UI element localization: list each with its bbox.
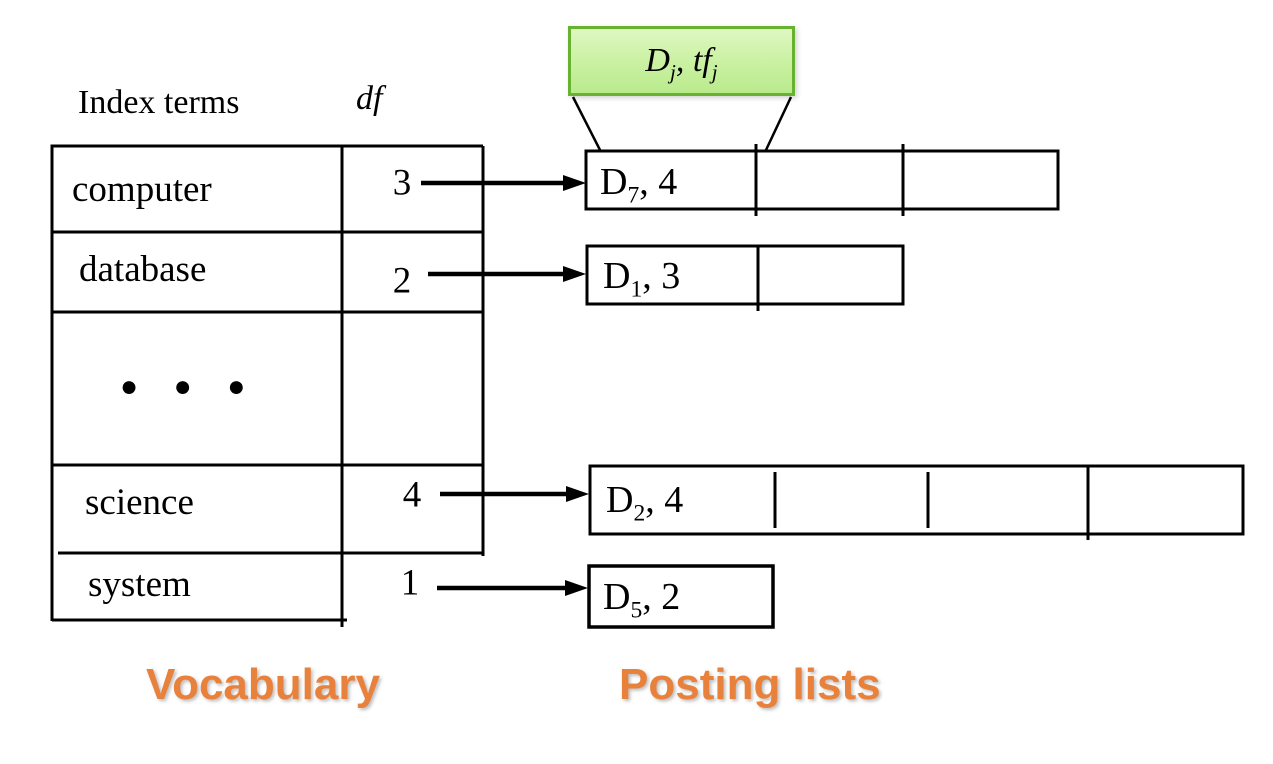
posting-lists-section-label: Posting lists bbox=[619, 660, 881, 709]
term-ellipsis: ● ● ● bbox=[120, 370, 260, 403]
arrow-computer-head bbox=[563, 175, 586, 191]
callout-leg-right bbox=[764, 96, 793, 151]
arrow-science-head bbox=[566, 486, 589, 502]
vocabulary-section-label: Vocabulary bbox=[146, 660, 380, 709]
df-database: 2 bbox=[392, 260, 412, 302]
vocabulary-table-grid bbox=[50, 144, 485, 627]
posting-box-system bbox=[587, 564, 775, 629]
df-header: df bbox=[356, 80, 383, 117]
arrow-system-head bbox=[565, 580, 588, 596]
posting-box-database bbox=[585, 244, 905, 306]
term-database: database bbox=[79, 249, 207, 290]
posting-entry-science: D2, 4 bbox=[606, 479, 684, 527]
posting-box-science bbox=[588, 464, 1245, 536]
posting-box-computer bbox=[584, 149, 1060, 211]
posting-list-boxes bbox=[584, 144, 1245, 629]
callout-label: Dj, tfj bbox=[645, 42, 718, 84]
df-system: 1 bbox=[400, 562, 420, 604]
arrow-database-head bbox=[563, 266, 586, 282]
arrows bbox=[421, 175, 589, 596]
term-computer: computer bbox=[72, 169, 212, 210]
term-system: system bbox=[88, 564, 191, 605]
callout-legs bbox=[571, 96, 793, 151]
callout-leg-left bbox=[571, 96, 602, 151]
cell-format-callout: Dj, tfj bbox=[568, 26, 795, 96]
posting-entry-computer: D7, 4 bbox=[600, 161, 678, 209]
posting-entry-database: D1, 3 bbox=[603, 255, 681, 303]
posting-entry-system: D5, 2 bbox=[603, 576, 681, 624]
term-science: science bbox=[85, 482, 194, 523]
index-terms-header: Index terms bbox=[78, 84, 240, 121]
df-science: 4 bbox=[402, 474, 422, 516]
df-computer: 3 bbox=[392, 162, 412, 204]
